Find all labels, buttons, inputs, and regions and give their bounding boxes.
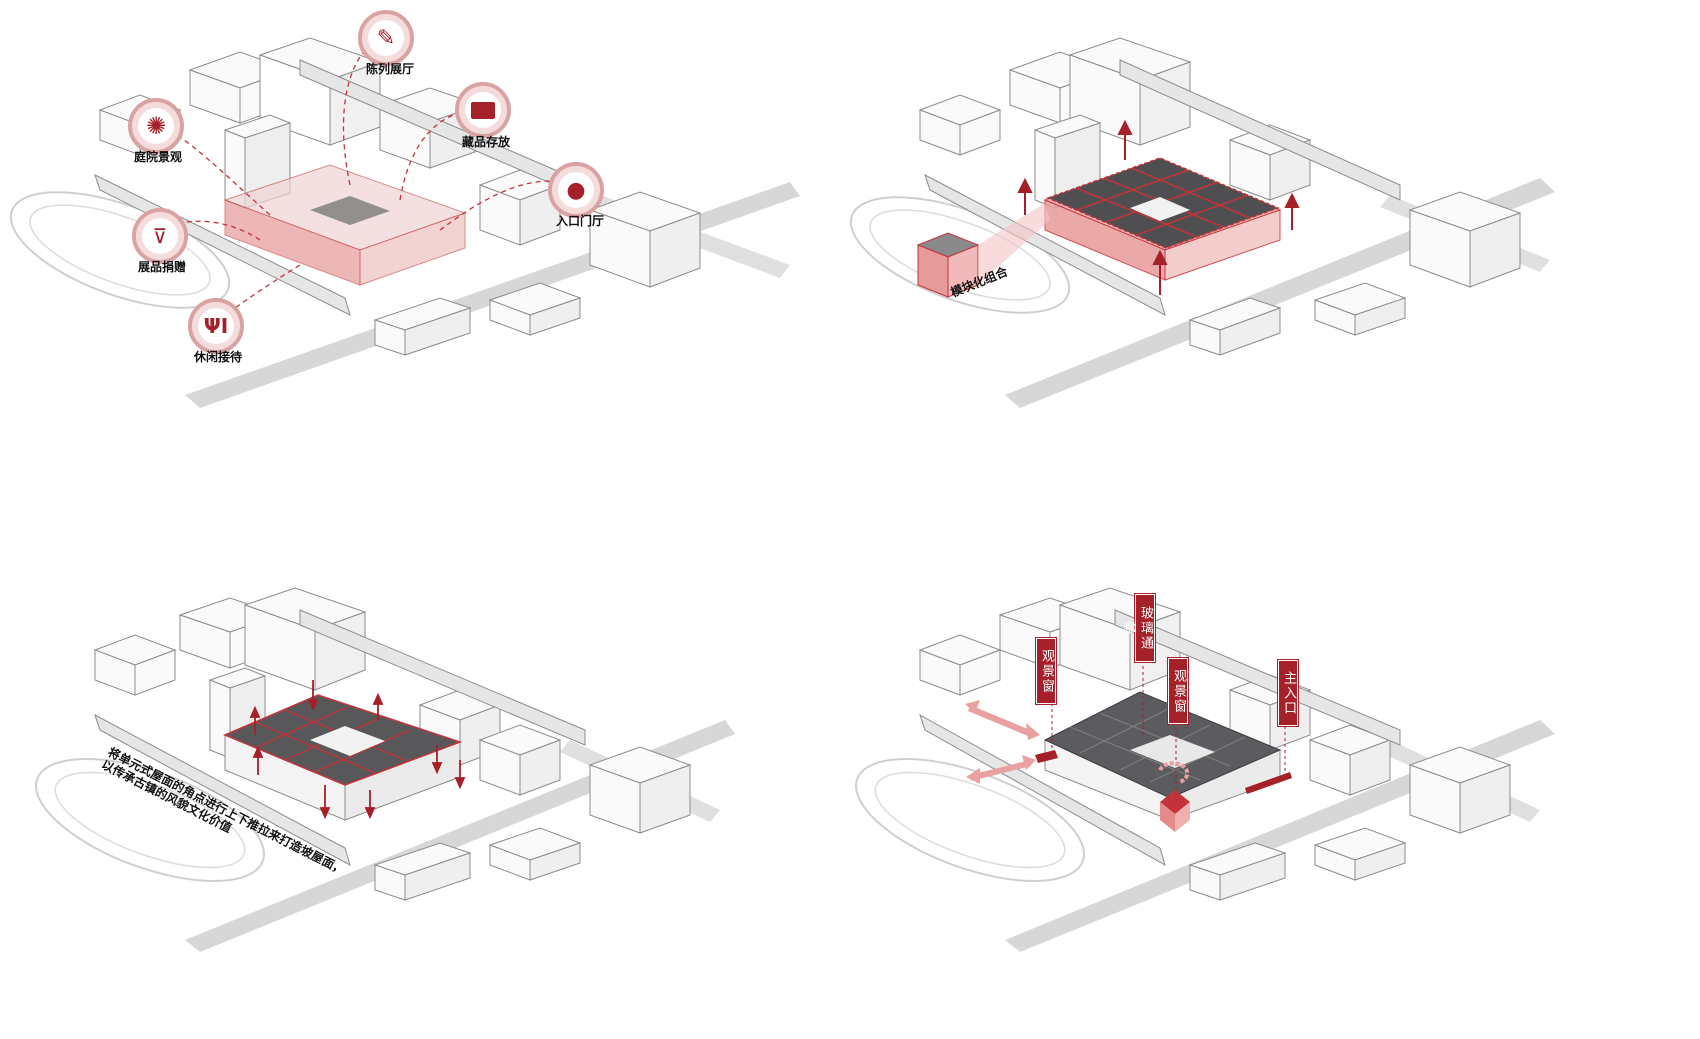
entrance-icon-circle: ● [548, 162, 604, 218]
tree-icon: ✺ [145, 112, 167, 140]
storage-icon-circle [455, 82, 511, 138]
track-inner [29, 204, 211, 296]
circulation-ring [1158, 761, 1190, 784]
label-courtyard: 庭院景观 [134, 150, 183, 164]
donation-icon-circle: ⊽ [132, 208, 188, 264]
movement-arrows [965, 700, 1040, 784]
courtyard-icon-circle: ✺ [128, 98, 184, 154]
label-entrance: 入口门厅 [556, 214, 605, 228]
sign-view-window-left: 观景窗 [1036, 638, 1056, 704]
panel-final-diagram: 观景窗 玻璃通廊 观景窗 主入口 [830, 520, 1680, 1039]
grid-lines [1075, 167, 1251, 237]
panel-function-diagram: ✺ 庭院景观 ✎ 陈列展厅 藏品存放 ● 入口门厅 ⊽ 展品捐赠 ΨI 休闲接待 [0, 0, 850, 519]
panel-modular-diagram: 模块化组合 [830, 0, 1680, 519]
person-icon: ● [566, 177, 586, 203]
sign-glass-corridor: 玻璃通廊 [1120, 594, 1155, 662]
leisure-icon-circle: ΨI [188, 298, 244, 354]
panel4-drawing [855, 587, 1555, 952]
courtyard-void [1130, 735, 1215, 768]
panel3-drawing [35, 587, 735, 952]
context-buildings [93, 587, 692, 901]
pen-icon: ✎ [376, 25, 396, 51]
label-leisure: 休闲接待 [194, 350, 243, 364]
label-donation: 展品捐赠 [138, 260, 187, 274]
push-pull-arrows [249, 680, 466, 820]
label-gallery: 陈列展厅 [366, 62, 415, 76]
gallery-icon-circle: ✎ [358, 10, 414, 66]
roof-facets [1069, 707, 1246, 783]
basket-icon: ⊽ [152, 224, 168, 248]
entrance-bar [1245, 772, 1292, 794]
context-buildings [918, 587, 1512, 901]
sign-view-window-mid: 观景窗 [1168, 658, 1188, 724]
sign-main-entrance: 主入口 [1278, 660, 1298, 726]
panel1-drawing [9, 37, 800, 408]
fork-knife-icon: ΨI [203, 314, 229, 338]
lift-arrows [1017, 119, 1300, 295]
label-storage: 藏品存放 [462, 135, 511, 149]
panel-roof-diagram: 将单元式屋面的角点进行上下推拉来打造坡屋面， 以传承古镇的风貌文化价值 [0, 520, 850, 1039]
panel2-drawing [849, 37, 1555, 408]
folder-icon [471, 101, 495, 119]
